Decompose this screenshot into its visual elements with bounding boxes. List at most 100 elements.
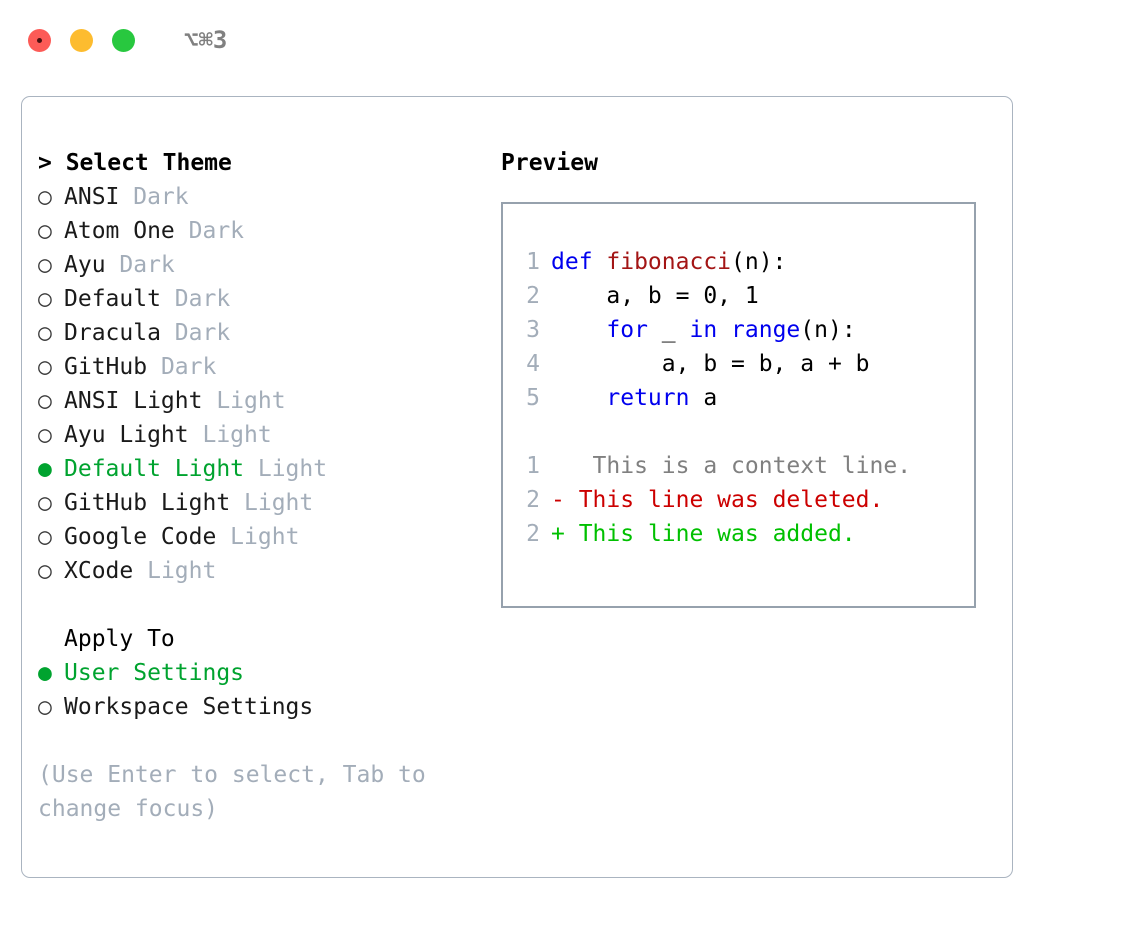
apply-to-list[interactable]: ●User Settings ○ Workspace Settings [38, 656, 478, 724]
diff-sample: 1 This is a context line.2- This line wa… [514, 449, 974, 551]
theme-list-item[interactable]: ○ Ayu Dark [38, 248, 478, 282]
radio-unselected-icon[interactable]: ○ [38, 354, 52, 380]
radio-unselected-icon[interactable]: ○ [38, 320, 52, 346]
radio-unselected-icon[interactable]: ○ [38, 218, 52, 244]
code-token: (n): [731, 249, 787, 275]
theme-name-label: GitHub Light [64, 490, 231, 516]
theme-name-label: XCode [64, 558, 134, 584]
radio-unselected-icon[interactable]: ○ [38, 490, 52, 516]
line-number: 2 [526, 283, 540, 309]
diff-line: 2- This line was deleted. [514, 483, 974, 517]
diff-text: This line was added. [564, 521, 856, 547]
apply-to-header: Apply To [64, 626, 175, 652]
diff-line-number: 2 [526, 521, 540, 547]
radio-selected-icon[interactable]: ● [38, 456, 52, 482]
code-line: 5 return a [514, 381, 974, 415]
theme-list-item[interactable]: ○Atom One Dark [38, 214, 478, 248]
theme-selector-column: > Select Theme ○ANSI Dark○Atom One Dark○… [38, 146, 478, 826]
theme-list-item[interactable]: ● Default Light Light [38, 452, 478, 486]
diff-line-number: 1 [526, 453, 540, 479]
theme-name-label: GitHub [64, 354, 148, 380]
keyboard-shortcut-label: ⌥⌘3 [184, 26, 228, 54]
theme-variant-label: Dark [119, 184, 189, 210]
theme-list[interactable]: ○ANSI Dark○Atom One Dark○Ayu Dark○Defaul… [38, 180, 478, 588]
theme-variant-label: Light [133, 558, 217, 584]
theme-name-label: ANSI [64, 184, 120, 210]
window-controls [28, 28, 135, 52]
radio-selected-icon[interactable]: ● [38, 660, 52, 686]
theme-variant-label: Dark [160, 320, 231, 346]
code-token: a, b = b, a + b [551, 351, 870, 377]
code-token: def [551, 249, 607, 275]
diff-line: 2+ This line was added. [514, 517, 974, 551]
line-number: 4 [526, 351, 540, 377]
theme-list-item[interactable]: ○ GitHub Dark [38, 350, 478, 384]
theme-variant-label: Dark [174, 218, 245, 244]
theme-list-item[interactable]: ○Google Code Light [38, 520, 478, 554]
radio-unselected-icon[interactable]: ○ [38, 286, 52, 312]
theme-name-label: Dracula [64, 320, 161, 346]
select-theme-header: > Select Theme [38, 150, 232, 176]
preview-title: Preview [501, 150, 598, 176]
section-spacer [38, 588, 478, 622]
theme-variant-label: Light [188, 422, 272, 448]
diff-text: This line was deleted. [564, 487, 884, 513]
theme-name-label: Ayu Light [64, 422, 189, 448]
line-number: 1 [526, 249, 540, 275]
theme-list-item[interactable]: ○ ANSI Light Light [38, 384, 478, 418]
code-token: a, b = 0, 1 [551, 283, 759, 309]
code-token: for [606, 317, 648, 343]
title-bar: ⌥⌘3 [0, 0, 1140, 80]
theme-name-label: ANSI Light [64, 388, 203, 414]
close-button[interactable] [28, 28, 51, 52]
radio-unselected-icon[interactable]: ○ [38, 694, 52, 720]
theme-variant-label: Light [216, 524, 300, 550]
theme-name-label: Ayu [64, 252, 106, 278]
code-token: fibonacci [606, 249, 732, 275]
line-number: 5 [526, 385, 540, 411]
diff-sign: - [551, 487, 565, 513]
radio-unselected-icon[interactable]: ○ [38, 388, 52, 414]
theme-variant-label: Dark [105, 252, 175, 278]
theme-list-item[interactable]: ○ Dracula Dark [38, 316, 478, 350]
theme-list-item[interactable]: ○ ANSI Dark [38, 180, 478, 214]
theme-variant-label: Light [244, 456, 328, 482]
theme-list-item[interactable]: ○ Ayu Light Light [38, 418, 478, 452]
radio-unselected-icon[interactable]: ○ [38, 422, 52, 448]
theme-list-item[interactable]: ○Default Dark [38, 282, 478, 316]
code-token: range [731, 317, 801, 343]
radio-unselected-icon[interactable]: ○ [38, 558, 52, 584]
theme-variant-label: Dark [147, 354, 217, 380]
apply-to-item[interactable]: ●User Settings [38, 656, 478, 690]
theme-list-item[interactable]: ○GitHub Light Light [38, 486, 478, 520]
radio-unselected-icon[interactable]: ○ [38, 524, 52, 550]
apply-to-item[interactable]: ○ Workspace Settings [38, 690, 478, 724]
apply-to-label: Workspace Settings [64, 694, 314, 720]
diff-line-number: 2 [526, 487, 540, 513]
diff-sign [551, 453, 565, 479]
diff-line: 1 This is a context line. [514, 449, 974, 483]
code-line: 4 a, b = b, a + b [514, 347, 974, 381]
keyboard-hint-text: (Use Enter to select, Tab to change focu… [38, 762, 426, 822]
theme-list-item[interactable]: ○ XCode Light [38, 554, 478, 588]
code-token: _ [647, 317, 690, 343]
maximize-button[interactable] [112, 28, 135, 52]
code-token: (n): [800, 317, 856, 343]
code-line: 3 for _ in range(n): [514, 313, 974, 347]
radio-unselected-icon[interactable]: ○ [38, 184, 52, 210]
code-line: 2 a, b = 0, 1 [514, 279, 974, 313]
minimize-button[interactable] [70, 28, 93, 52]
code-token [717, 317, 731, 343]
code-token: a [689, 385, 718, 411]
theme-variant-label: Light [202, 388, 286, 414]
code-line: 1 def fibonacci(n): [514, 245, 974, 279]
theme-name-label: Default Light [64, 456, 245, 482]
code-token [551, 385, 606, 411]
main-panel: > Select Theme ○ANSI Dark○Atom One Dark○… [21, 96, 1013, 878]
diff-text: This is a context line. [564, 453, 912, 479]
radio-unselected-icon[interactable]: ○ [38, 252, 52, 278]
